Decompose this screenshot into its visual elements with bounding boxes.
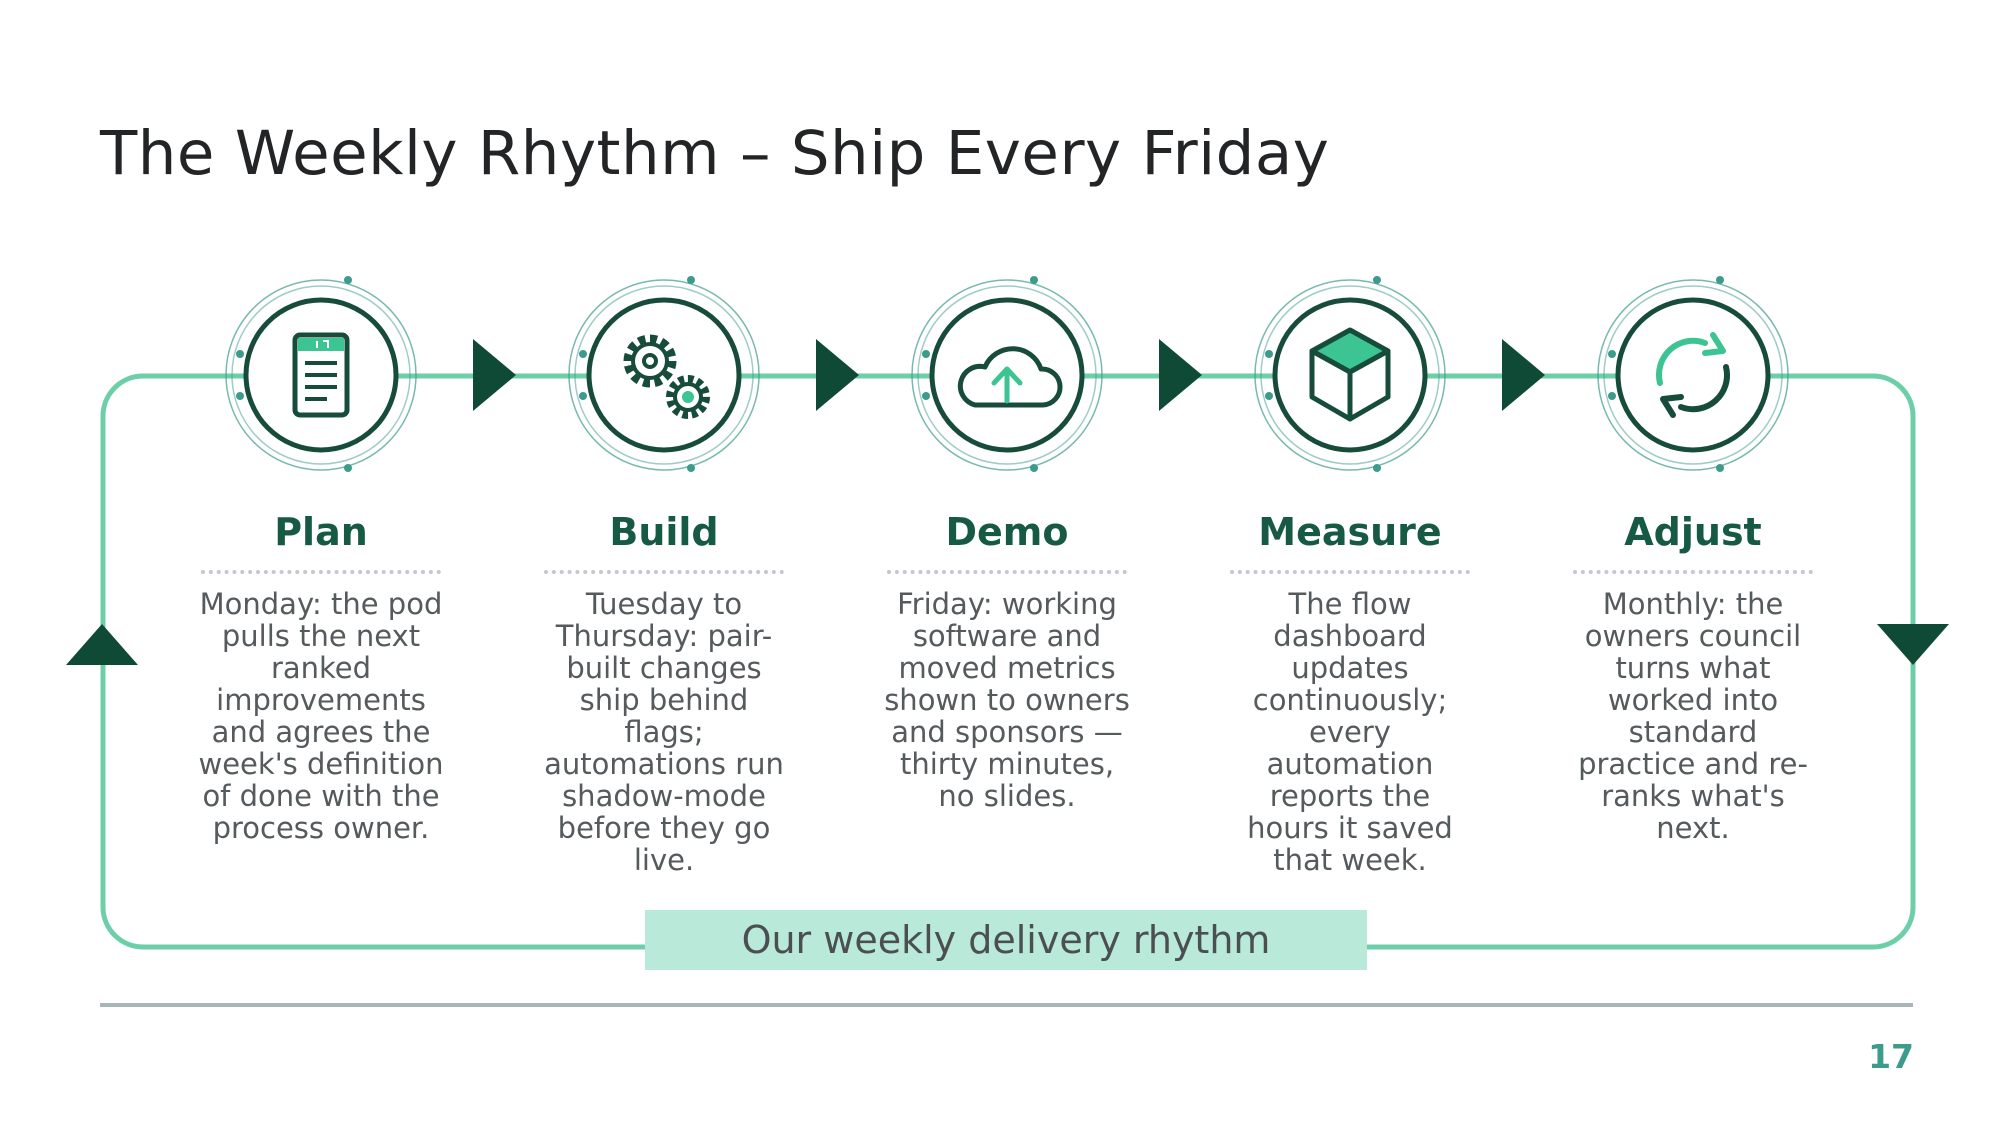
stage-description: Monday: the pod pulls the next ranked im… bbox=[198, 587, 444, 845]
stage-measure: Measure The flow dashboard updates conti… bbox=[1225, 508, 1475, 876]
stage-plan: Plan Monday: the pod pulls the next rank… bbox=[196, 508, 446, 844]
flow-arrow-icon bbox=[1502, 339, 1545, 411]
caption-box: Our weekly delivery rhythm bbox=[645, 910, 1367, 970]
flow-arrow-icon bbox=[1159, 339, 1202, 411]
loop-arrow-up-icon bbox=[66, 624, 138, 665]
caption-text: Our weekly delivery rhythm bbox=[741, 918, 1271, 962]
stage-divider bbox=[887, 570, 1127, 574]
page-number: 17 bbox=[1868, 1037, 1914, 1076]
stage-build: Build Tuesday to Thursday: pair-built ch… bbox=[539, 508, 789, 876]
loop-arrow-down-icon bbox=[1877, 624, 1949, 665]
stage-adjust-badge bbox=[1597, 276, 1789, 472]
page-title: The Weekly Rhythm – Ship Every Friday bbox=[100, 118, 1330, 189]
cube-icon bbox=[1309, 327, 1391, 422]
footer-divider bbox=[100, 1003, 1913, 1007]
gears-icon bbox=[623, 334, 710, 419]
refresh-icon bbox=[1656, 332, 1730, 418]
stage-measure-badge bbox=[1254, 276, 1446, 472]
stage-divider bbox=[201, 570, 441, 574]
flow-arrow-icon bbox=[473, 339, 516, 411]
stage-adjust: Adjust Monthly: the owners council turns… bbox=[1568, 508, 1818, 844]
stage-divider bbox=[1573, 570, 1813, 574]
stage-divider bbox=[1230, 570, 1470, 574]
stage-plan-badge bbox=[225, 276, 417, 472]
stage-demo: Demo Friday: working software and moved … bbox=[882, 508, 1132, 812]
clipboard-icon bbox=[292, 332, 350, 418]
stage-title: Demo bbox=[945, 510, 1069, 554]
stage-title: Build bbox=[609, 510, 719, 554]
stage-divider bbox=[544, 570, 784, 574]
stage-build-badge bbox=[568, 276, 760, 472]
cloud-upload-icon bbox=[957, 346, 1063, 408]
stage-title: Adjust bbox=[1624, 510, 1762, 554]
stage-title: Plan bbox=[274, 510, 368, 554]
flow-arrow-icon bbox=[816, 339, 859, 411]
stage-description: Tuesday to Thursday: pair-built changes … bbox=[544, 587, 784, 877]
stage-description: Monthly: the owners council turns what w… bbox=[1578, 587, 1808, 845]
stage-description: Friday: working software and moved metri… bbox=[884, 587, 1130, 813]
stage-demo-badge bbox=[911, 276, 1103, 472]
stage-description: The flow dashboard updates continuously;… bbox=[1247, 587, 1453, 877]
stage-title: Measure bbox=[1258, 510, 1442, 554]
